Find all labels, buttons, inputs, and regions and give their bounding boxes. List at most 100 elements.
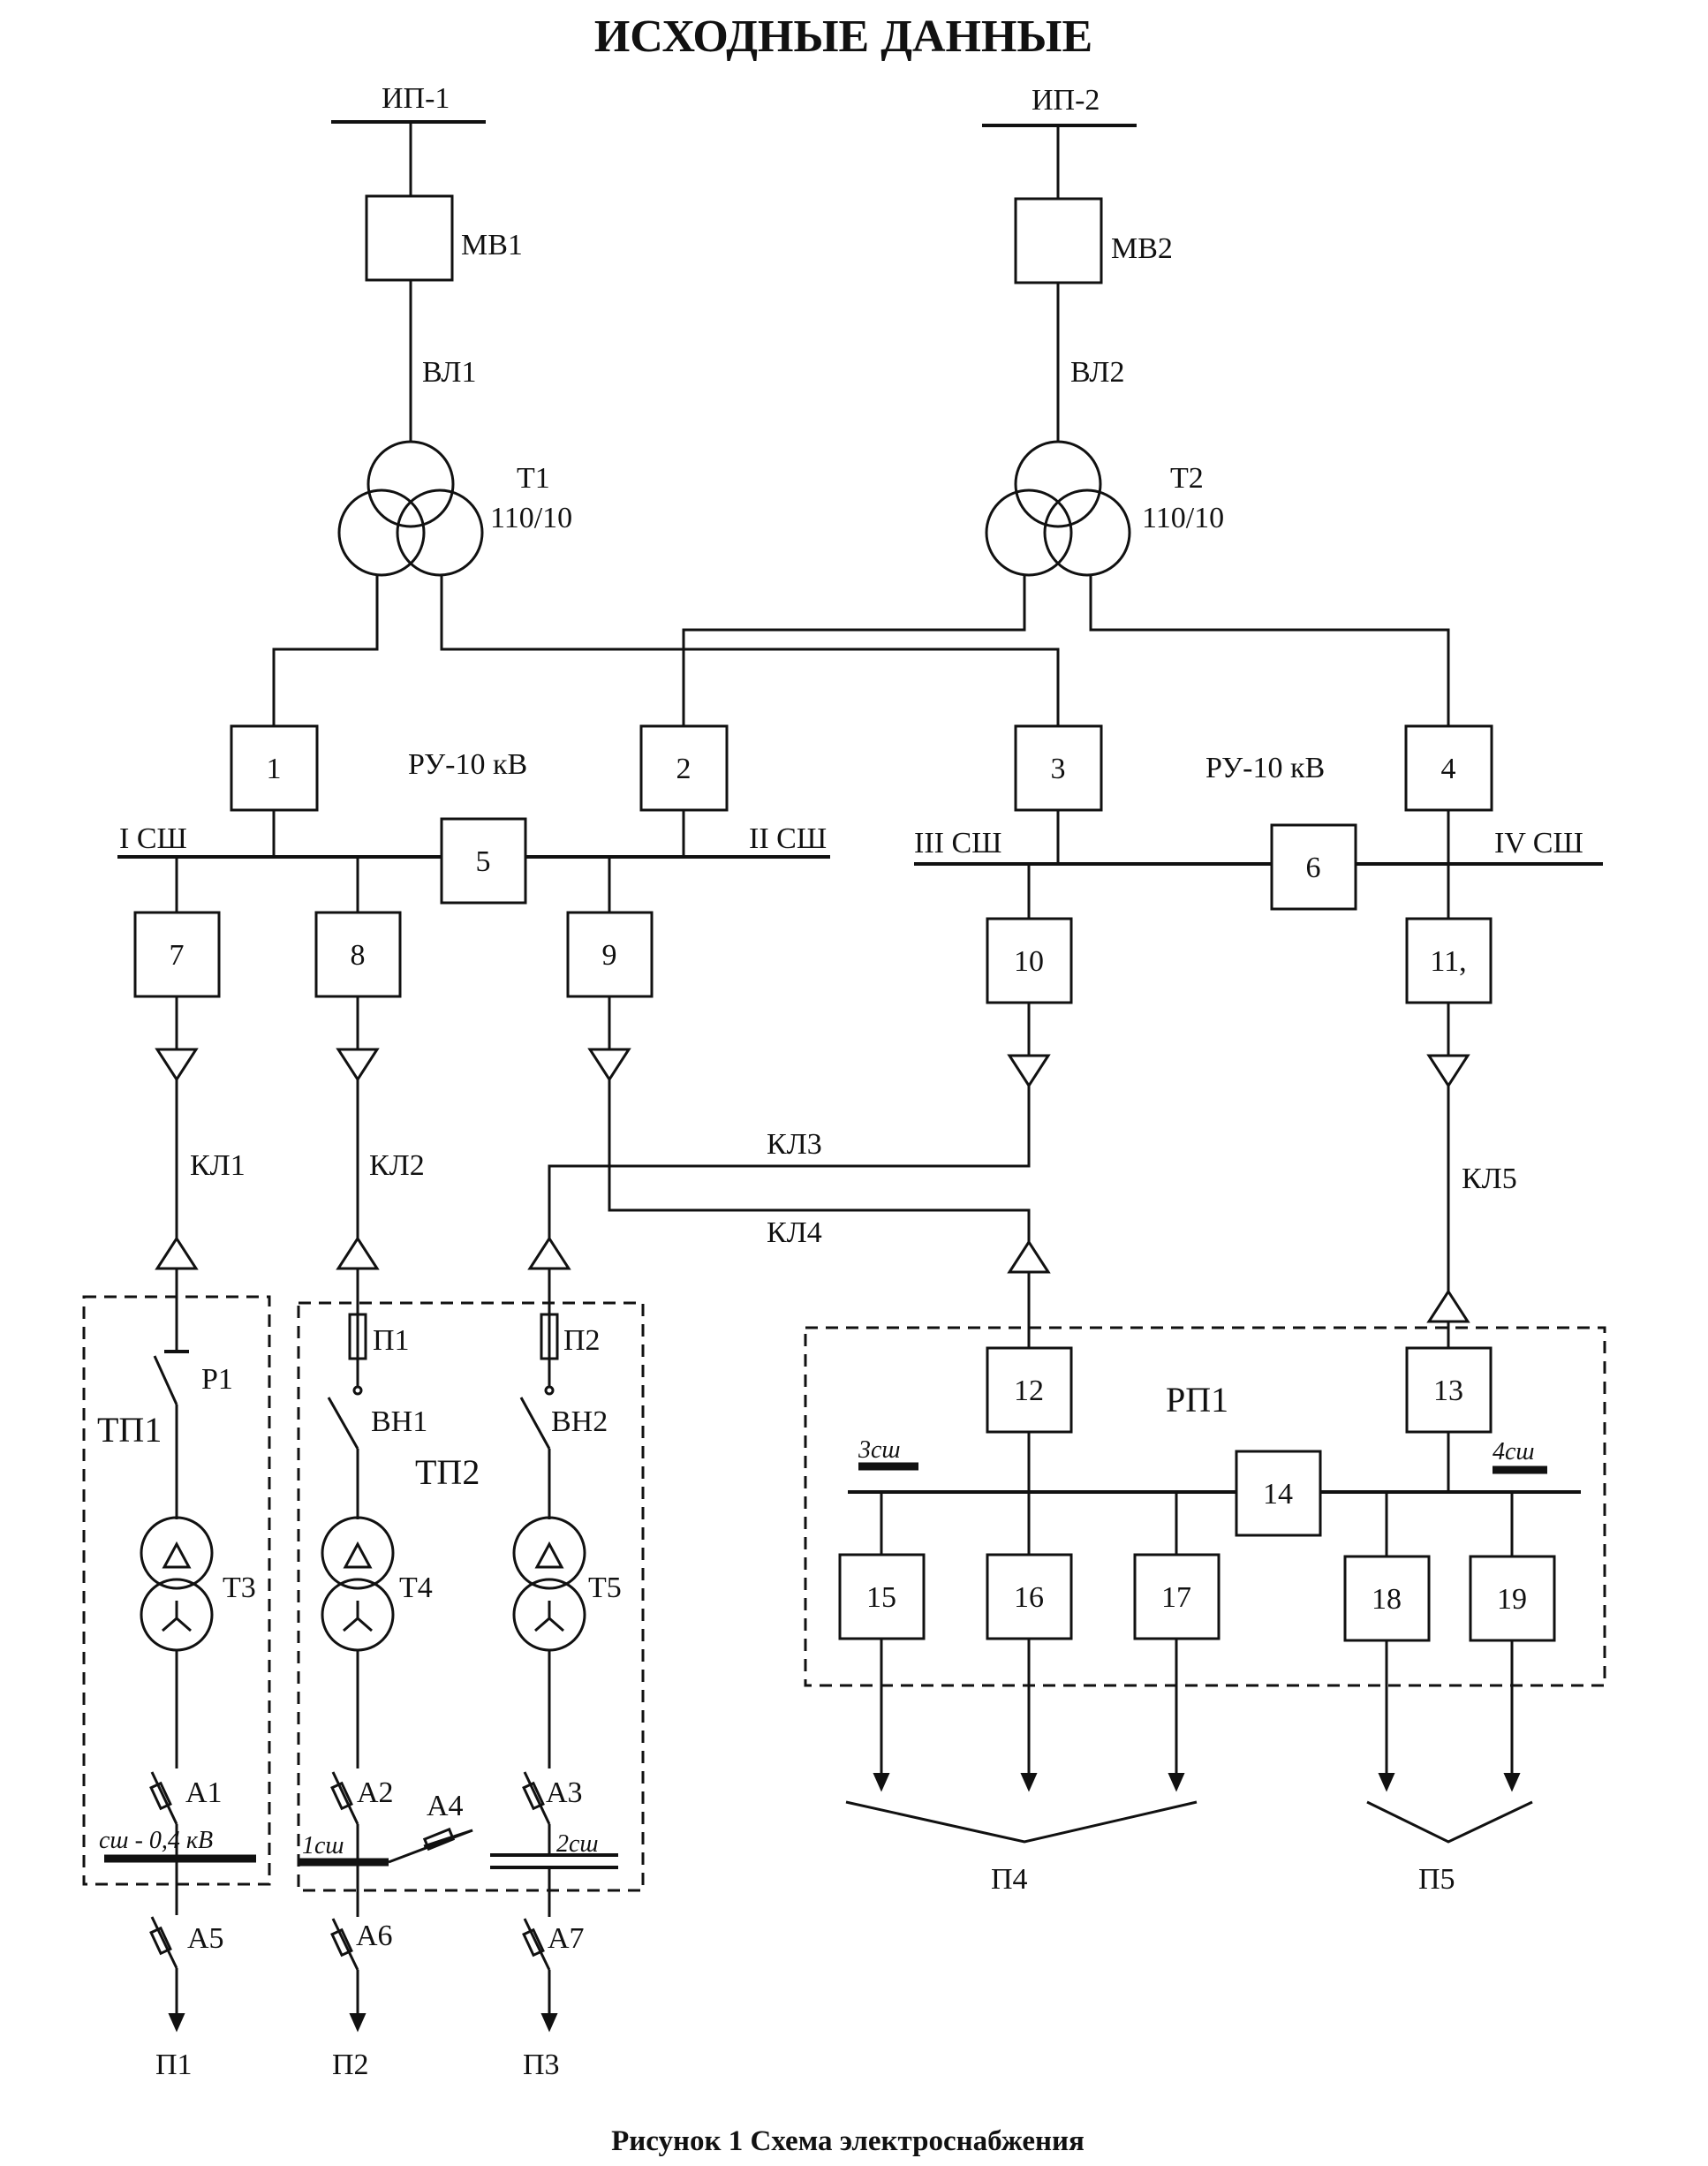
svg-text:МВ2: МВ2 (1111, 232, 1173, 265)
cell-1: 1 (230, 724, 319, 812)
svg-text:Р1: Р1 (201, 1363, 233, 1396)
transformer-t1: Т1 110/10 (337, 440, 572, 577)
cable-kl2: КЛ2 (369, 1149, 425, 1182)
svg-text:110/10: 110/10 (490, 502, 572, 534)
cell-12: 12 (986, 1346, 1073, 1434)
svg-text:А4: А4 (427, 1790, 464, 1822)
svg-text:11,: 11, (1430, 945, 1466, 978)
cell-17: 17 (1133, 1553, 1221, 1640)
consumer-p3: П3 (523, 2049, 560, 2081)
automat-a5: А5 (149, 1916, 224, 1969)
cell-2: 2 (639, 724, 729, 812)
svg-text:18: 18 (1372, 1583, 1402, 1616)
cell-18: 18 (1343, 1555, 1431, 1642)
lv-bus-tp2-2-label: 2сш (556, 1830, 599, 1858)
automat-a4: А4 (422, 1790, 473, 1852)
svg-text:А7: А7 (548, 1922, 585, 1955)
transformer-t2: Т2 110/10 (985, 440, 1224, 577)
rp1-bus-4-label: 4сш (1493, 1438, 1535, 1465)
line-vl1: ВЛ1 (422, 356, 476, 389)
figure-caption: Рисунок 1 Схема электроснабжения (611, 2125, 1085, 2157)
bus-3-label: III СШ (914, 827, 1001, 860)
svg-text:ИП-2: ИП-2 (1032, 84, 1100, 117)
cell-7: 7 (133, 911, 221, 998)
automat-a3: А3 (522, 1771, 583, 1825)
cell-4: 4 (1404, 724, 1493, 812)
svg-text:6: 6 (1306, 852, 1321, 884)
svg-text:П2: П2 (563, 1324, 601, 1357)
line-vl2: ВЛ2 (1070, 356, 1124, 389)
svg-text:110/10: 110/10 (1142, 502, 1224, 534)
cable-kl4: КЛ4 (767, 1216, 822, 1249)
cable-terminations-top (155, 996, 1470, 1088)
svg-text:3: 3 (1051, 753, 1066, 785)
transformer-t3: Т3 (140, 1516, 256, 1652)
svg-text:А1: А1 (185, 1776, 223, 1809)
bus-4-label: IV СШ (1494, 827, 1583, 860)
consumer-group-p5 (1366, 1800, 1533, 1844)
svg-text:13: 13 (1433, 1375, 1463, 1407)
consumer-p2: П2 (332, 2049, 369, 2081)
cell-5: 5 (440, 817, 527, 905)
cable-kl3: КЛ3 (767, 1128, 822, 1161)
load-switch-vn2: ВН2 (519, 1397, 608, 1450)
svg-text:8: 8 (351, 939, 366, 972)
consumer-p5: П5 (1418, 1863, 1455, 1896)
svg-text:П1: П1 (373, 1324, 410, 1357)
consumer-p1: П1 (155, 2049, 193, 2081)
cell-11: 11, (1405, 917, 1493, 1004)
rp1-bus-3-label: 3сш (858, 1436, 901, 1464)
switchgear-label-right: РУ-10 кВ (1205, 752, 1325, 784)
svg-text:ИП-1: ИП-1 (382, 82, 450, 115)
cell-14: 14 (1235, 1450, 1322, 1537)
substation-tp2-label: ТП2 (415, 1452, 480, 1492)
source-ip2: ИП-2 (982, 84, 1137, 199)
svg-text:А3: А3 (546, 1776, 583, 1809)
svg-text:Т2: Т2 (1170, 462, 1204, 495)
svg-text:Т5: Т5 (588, 1571, 622, 1604)
svg-text:14: 14 (1263, 1478, 1293, 1511)
transformer-t4: Т4 (321, 1516, 433, 1652)
bus-1-label: I СШ (119, 822, 187, 855)
fuse-p2: П2 (540, 1313, 601, 1360)
breaker-mv2: МВ2 (1014, 197, 1173, 284)
source-ip1: ИП-1 (331, 82, 486, 196)
svg-text:ВН1: ВН1 (371, 1405, 427, 1438)
fuse-p1: П1 (348, 1313, 410, 1360)
cell-3: 3 (1014, 724, 1103, 812)
svg-text:9: 9 (602, 939, 617, 972)
cable-terminations-bottom (155, 1236, 1470, 1323)
distribution-point-rp1-frame (804, 1326, 1606, 1687)
cable-kl5: КЛ5 (1462, 1163, 1517, 1195)
cell-6: 6 (1270, 823, 1357, 911)
svg-text:19: 19 (1497, 1583, 1527, 1616)
svg-text:7: 7 (170, 939, 185, 972)
svg-text:А2: А2 (357, 1776, 394, 1809)
svg-text:ВН2: ВН2 (551, 1405, 608, 1438)
svg-text:17: 17 (1161, 1581, 1191, 1614)
automat-a1: А1 (149, 1771, 223, 1825)
cable-kl1: КЛ1 (190, 1149, 246, 1182)
svg-text:15: 15 (866, 1581, 896, 1614)
svg-text:16: 16 (1014, 1581, 1044, 1614)
automat-a7: А7 (522, 1918, 585, 1971)
cell-19: 19 (1469, 1555, 1556, 1642)
cell-9: 9 (566, 911, 654, 998)
transformer-t5: Т5 (512, 1516, 622, 1652)
svg-text:А5: А5 (187, 1922, 224, 1955)
svg-text:МВ1: МВ1 (461, 229, 523, 261)
substation-tp2-frame (297, 1301, 645, 1892)
page-title: ИСХОДНЫЕ ДАННЫЕ (594, 11, 1092, 62)
lv-bus-tp2-1-label: 1сш (302, 1832, 344, 1859)
switchgear-label-left: РУ-10 кВ (408, 748, 527, 781)
svg-text:Т3: Т3 (223, 1571, 256, 1604)
svg-text:1: 1 (267, 753, 282, 785)
automat-a2: А2 (330, 1771, 394, 1825)
lv-bus-tp1-label: сш - 0,4 кВ (99, 1827, 213, 1854)
substation-tp1-label: ТП1 (97, 1410, 162, 1450)
consumer-p4: П4 (991, 1863, 1028, 1896)
svg-text:10: 10 (1014, 945, 1044, 978)
cell-8: 8 (314, 911, 402, 998)
svg-text:2: 2 (676, 753, 692, 785)
